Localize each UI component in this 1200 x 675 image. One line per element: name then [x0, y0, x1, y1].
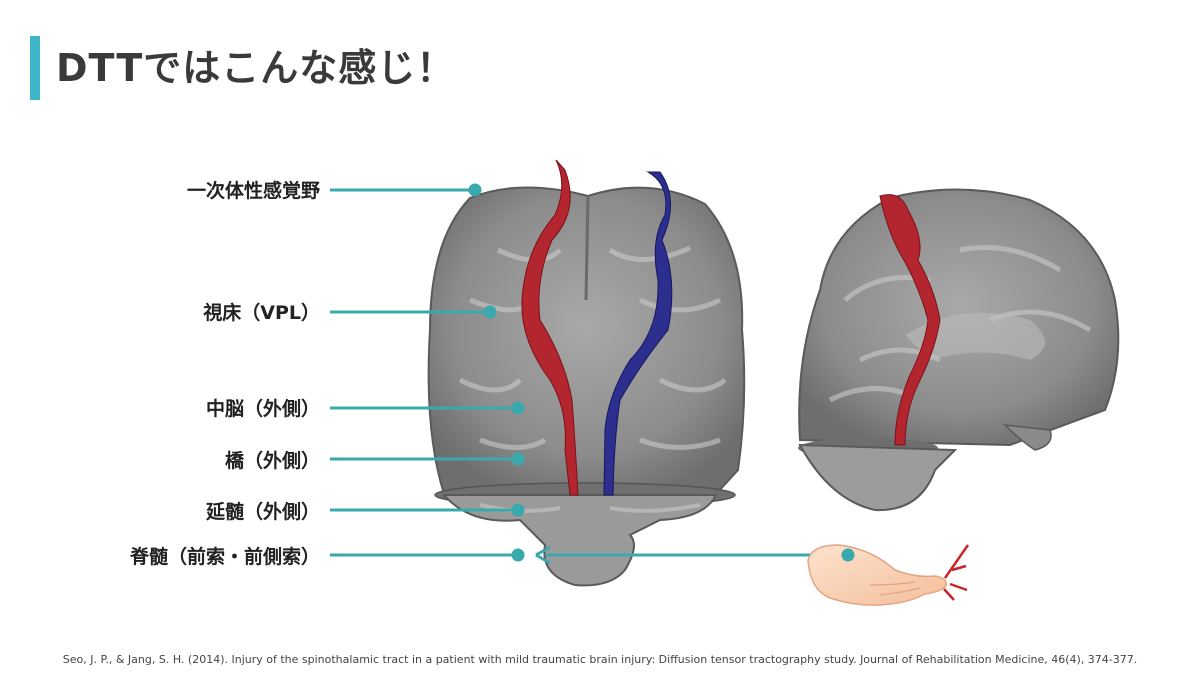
- connector-pons-dot: [511, 452, 525, 466]
- coronal-brain-image: [427, 186, 746, 587]
- connector-cortex-dot: [468, 183, 482, 197]
- label-thalamus-vpl: 視床（VPL）: [203, 302, 320, 324]
- connector-spinal-cord-dot: [511, 548, 525, 562]
- hand-illustration: [807, 544, 948, 606]
- tract-right-blue: [603, 171, 673, 496]
- tract-left-red: [521, 159, 579, 496]
- sagittal-brain-image: [798, 188, 1120, 512]
- label-primary-somatosensory-cortex: 一次体性感覚野: [186, 180, 320, 202]
- label-medulla-lateral: 延髄（外側）: [205, 501, 320, 523]
- connector-midbrain-dot: [511, 401, 525, 415]
- sensory-input-arrow: [535, 545, 848, 565]
- label-pons-lateral: 橋（外側）: [224, 450, 320, 472]
- connector-thalamus-dot: [483, 305, 497, 319]
- title-accent-bar: [30, 36, 40, 100]
- connector-lines: [330, 183, 525, 562]
- tract-sagittal-red: [879, 194, 941, 446]
- label-midbrain-lateral: 中脳（外側）: [205, 398, 320, 420]
- label-spinal-cord: 脊髄（前索・前側索）: [129, 546, 320, 568]
- citation: Seo, J. P., & Jang, S. H. (2014). Injury…: [62, 653, 1138, 666]
- page-title: DTTではこんな感じ！: [56, 46, 456, 90]
- hand-dot: [841, 548, 855, 562]
- pain-stimulus-icon: [943, 544, 970, 601]
- connector-medulla-dot: [511, 503, 525, 517]
